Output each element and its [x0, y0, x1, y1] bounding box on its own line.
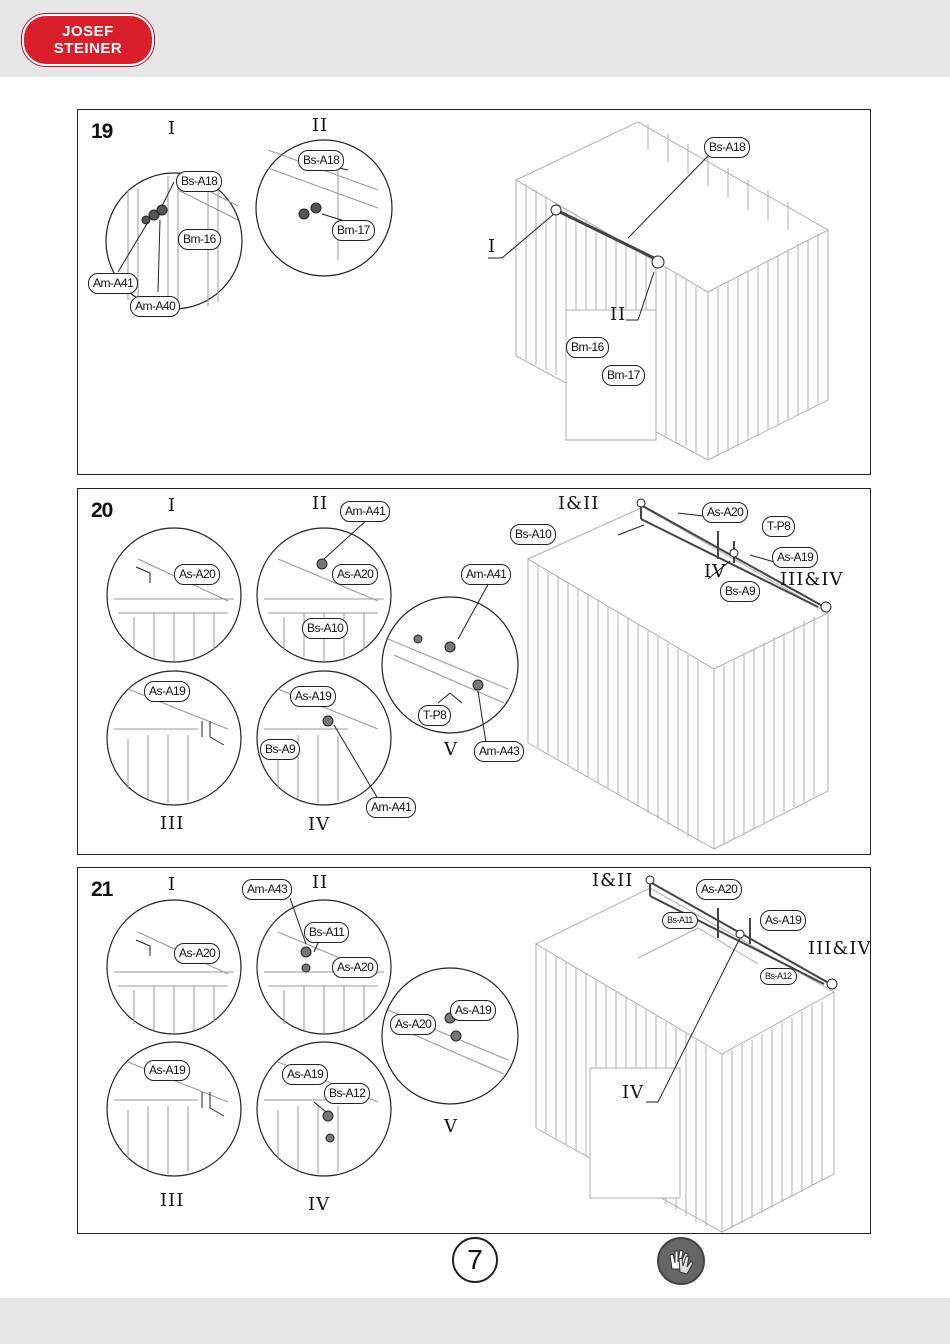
- part-label: Am-A41: [340, 501, 391, 522]
- detail-label-ii: II: [312, 493, 329, 514]
- part-label: Bm-16: [178, 229, 221, 250]
- step-21-panel: 21 I II III IV V I&II III&IV IV As-A20 A…: [77, 867, 871, 1234]
- part-label: As-A20: [696, 879, 743, 900]
- page-number: 7: [452, 1237, 498, 1283]
- part-label: Bm-16: [566, 337, 609, 358]
- part-label: As-A19: [144, 1060, 191, 1081]
- callout-label-i: I: [488, 236, 497, 257]
- detail-label-i: I: [168, 874, 177, 895]
- detail-label-v: V: [444, 739, 458, 760]
- part-label: As-A19: [760, 910, 807, 931]
- part-label: Am-A41: [461, 564, 512, 585]
- part-label: As-A19: [450, 1000, 497, 1021]
- part-label: Bs-A11: [662, 912, 698, 929]
- detail-label-iii: III: [160, 1190, 185, 1211]
- part-label: As-A20: [174, 943, 221, 964]
- brand-line1: JOSEF: [62, 23, 114, 40]
- part-label: Bs-A12: [760, 968, 797, 985]
- part-label: As-A19: [144, 681, 191, 702]
- detail-label-iv: IV: [308, 814, 331, 835]
- part-label: T-P8: [418, 705, 452, 726]
- part-label: Bs-A18: [704, 137, 751, 158]
- part-label: Am-A40: [130, 296, 181, 317]
- part-label: As-A20: [174, 564, 221, 585]
- detail-label-ii: II: [312, 872, 329, 893]
- gloves-icon: [657, 1237, 705, 1285]
- part-label: Am-A41: [88, 273, 139, 294]
- step-21-illustration: [106, 875, 838, 1233]
- part-label: Bs-A10: [510, 524, 557, 545]
- callout-label-iii-iv: III&IV: [780, 569, 844, 590]
- part-label: Am-A41: [366, 797, 417, 818]
- callout-label-ii: II: [610, 304, 627, 325]
- part-label: T-P8: [762, 516, 796, 537]
- part-label: Am-A43: [242, 879, 293, 900]
- brand-line2: STEINER: [53, 40, 123, 57]
- part-label: As-A19: [290, 686, 337, 707]
- step-number: 21: [91, 878, 113, 901]
- part-label: Bs-A18: [298, 150, 345, 171]
- callout-label-i-ii: I&II: [592, 870, 634, 891]
- detail-label-ii: II: [312, 115, 329, 136]
- part-label: As-A20: [332, 564, 379, 585]
- detail-label-v: V: [444, 1116, 458, 1137]
- part-label: As-A19: [772, 547, 819, 568]
- callout-label-iv: IV: [622, 1082, 645, 1103]
- footer-bar: [0, 1298, 950, 1344]
- detail-label-iv: IV: [308, 1194, 331, 1215]
- detail-label-iii: III: [160, 813, 185, 834]
- step-number: 19: [91, 120, 113, 143]
- step-20-panel: 20 I II III IV V I&II IV III&IV As-A20 A…: [77, 488, 871, 855]
- step-19-illustration: [105, 121, 830, 461]
- brand-logo: JOSEF STEINER: [22, 14, 154, 66]
- part-label: Bs-A11: [304, 922, 350, 943]
- part-label: As-A20: [390, 1014, 437, 1035]
- part-label: Bs-A9: [720, 581, 761, 602]
- part-label: As-A20: [332, 957, 379, 978]
- step-19-panel: 19 I II I II Bs-A18 Bm-16 Am-A41 Am-A40 …: [77, 109, 871, 475]
- part-label: As-A19: [282, 1064, 329, 1085]
- part-label: Bm-17: [602, 365, 645, 386]
- detail-label-i: I: [168, 118, 177, 139]
- part-label: Bs-A18: [176, 171, 223, 192]
- header-bar: [0, 0, 950, 77]
- part-label: Bs-A10: [302, 618, 349, 639]
- step-20-illustration: [106, 498, 832, 850]
- part-label: Bs-A12: [324, 1083, 371, 1104]
- part-label: Am-A43: [474, 741, 525, 762]
- part-label: Bm-17: [332, 220, 375, 241]
- step-number: 20: [91, 499, 113, 522]
- callout-label-i-ii: I&II: [558, 493, 600, 514]
- callout-label-iii-iv: III&IV: [808, 938, 872, 959]
- callout-label-iv: IV: [704, 561, 727, 582]
- part-label: Bs-A9: [260, 739, 301, 760]
- detail-label-i: I: [168, 495, 177, 516]
- part-label: As-A20: [702, 502, 749, 523]
